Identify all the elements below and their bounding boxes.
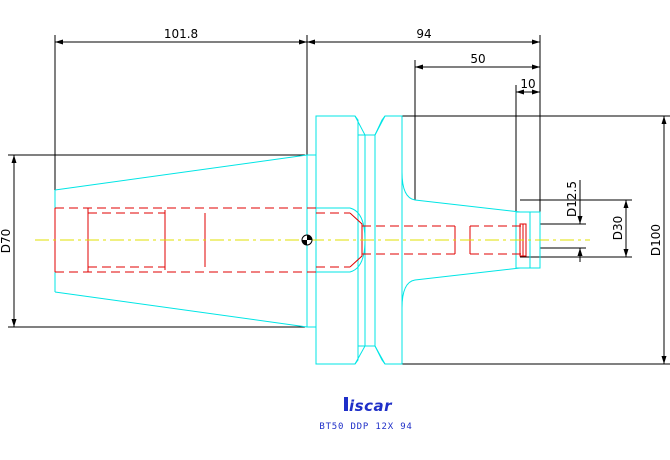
dim-label-flange-to-end: 101.8 — [164, 27, 198, 41]
dim-label-nose-length: 10 — [520, 77, 535, 91]
dim-label-flange-dia: D100 — [649, 224, 663, 256]
dim-label-body-dia: D30 — [611, 216, 625, 241]
dim-label-taper-dia: D70 — [0, 229, 13, 254]
gauge-point-marker — [301, 234, 313, 246]
dim-label-bore-depth: 50 — [470, 52, 485, 66]
hidden-bores — [54, 207, 527, 273]
dim-label-gauge-length: 94 — [416, 27, 431, 41]
brand-logo-text: iscar — [349, 397, 393, 415]
brand-logo: iscar — [344, 397, 393, 415]
model-code: BT50 DDP 12X 94 — [319, 422, 412, 432]
dimension-lines — [8, 35, 670, 365]
dim-label-bore-dia: D12.5 — [565, 181, 579, 217]
logo-mark-icon — [344, 397, 348, 411]
dimension-arrowheads — [11, 39, 667, 364]
